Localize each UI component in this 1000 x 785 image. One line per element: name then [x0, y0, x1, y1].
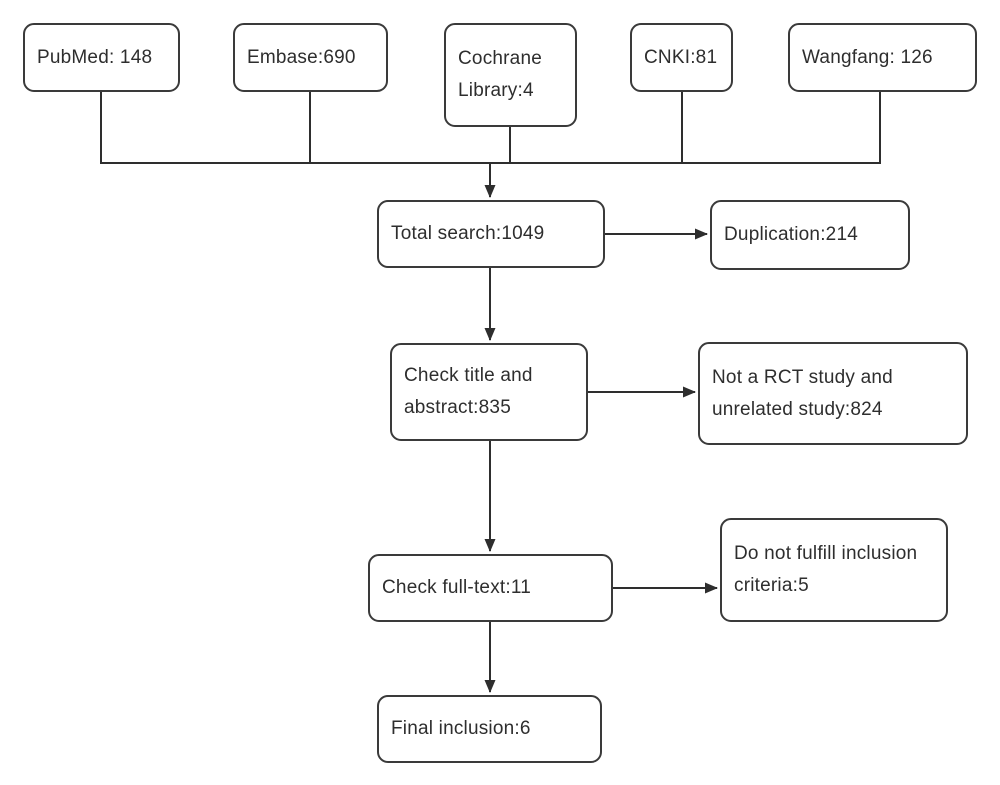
flow-node-label: Cochrane Library:4 [458, 48, 542, 101]
flow-node-wangfang: Wangfang: 126 [788, 23, 977, 92]
flow-node-label: Final inclusion:6 [391, 718, 531, 739]
flow-node-label: Wangfang: 126 [802, 46, 933, 68]
flow-node-not-rct: Not a RCT study and unrelated study:824 [698, 342, 968, 445]
flow-node-label: Embase:690 [247, 46, 356, 68]
flow-node-not-fulfill: Do not fulfill inclusion criteria:5 [720, 518, 948, 622]
flow-node-total-search: Total search:1049 [377, 200, 605, 268]
flow-node-label: Not a RCT study and unrelated study:824 [712, 366, 893, 420]
flow-node-label: Check title and abstract:835 [404, 365, 533, 418]
flow-node-embase: Embase:690 [233, 23, 388, 92]
flow-node-label: CNKI:81 [644, 46, 718, 68]
flow-node-label: Duplication:214 [724, 224, 858, 245]
flow-node-cnki: CNKI:81 [630, 23, 733, 92]
flow-node-label: PubMed: 148 [37, 46, 153, 68]
flow-node-label: Total search:1049 [391, 223, 545, 244]
flow-node-final-inclusion: Final inclusion:6 [377, 695, 602, 763]
flow-node-duplication: Duplication:214 [710, 200, 910, 270]
flow-node-pubmed: PubMed: 148 [23, 23, 180, 92]
flow-node-check-fulltext: Check full-text:11 [368, 554, 613, 622]
flow-node-cochrane: Cochrane Library:4 [444, 23, 577, 127]
flow-node-check-title: Check title and abstract:835 [390, 343, 588, 441]
flow-node-label: Do not fulfill inclusion criteria:5 [734, 543, 918, 596]
flow-node-label: Check full-text:11 [382, 577, 531, 598]
